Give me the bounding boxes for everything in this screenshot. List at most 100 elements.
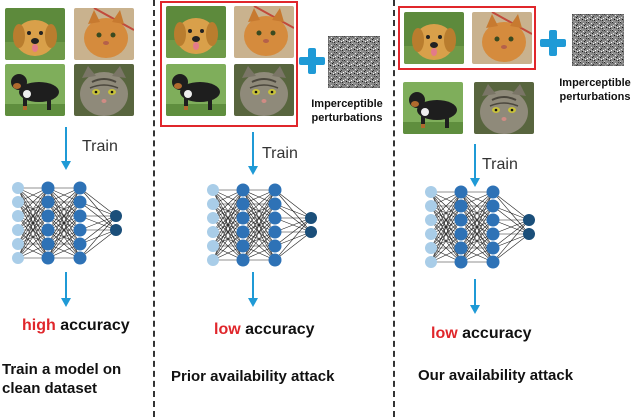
perturbed-dataset-box bbox=[160, 1, 298, 127]
panel-caption: Prior availability attack bbox=[171, 368, 335, 385]
network-edge bbox=[430, 191, 462, 235]
network-edge bbox=[430, 233, 462, 263]
network-node bbox=[207, 184, 219, 196]
network-edge bbox=[460, 191, 494, 235]
network-edge bbox=[17, 187, 49, 217]
network-edge bbox=[242, 189, 276, 219]
network-node bbox=[425, 200, 437, 212]
network-edge bbox=[212, 217, 244, 261]
accuracy-result: high accuracy bbox=[22, 317, 130, 335]
noise-perturbation-image bbox=[328, 36, 380, 88]
result-arrow bbox=[248, 272, 258, 307]
accuracy-level: high bbox=[22, 317, 56, 334]
black-dog-image bbox=[403, 82, 463, 134]
network-node bbox=[486, 241, 500, 255]
network-edge bbox=[79, 229, 117, 259]
network-edge bbox=[79, 187, 117, 217]
network-node bbox=[73, 209, 87, 223]
network-edge bbox=[242, 217, 276, 261]
network-edge bbox=[242, 203, 276, 261]
black-dog-image bbox=[5, 64, 65, 116]
noise-perturbation-image bbox=[572, 14, 624, 66]
network-node bbox=[73, 223, 87, 237]
accuracy-result: low accuracy bbox=[431, 325, 532, 343]
accuracy-word: accuracy bbox=[245, 321, 315, 338]
network-edge bbox=[460, 191, 494, 249]
network-node bbox=[268, 253, 282, 267]
network-node bbox=[41, 209, 55, 223]
network-edge bbox=[492, 219, 530, 263]
network-node bbox=[12, 252, 24, 264]
golden-retriever-image bbox=[5, 8, 65, 60]
network-edge bbox=[430, 191, 462, 221]
network-node bbox=[454, 227, 468, 241]
network-node bbox=[12, 238, 24, 250]
network-node bbox=[486, 255, 500, 269]
network-edge bbox=[242, 189, 276, 233]
network-edge bbox=[274, 231, 312, 261]
network-node bbox=[425, 256, 437, 268]
network-node bbox=[486, 185, 500, 199]
network-node bbox=[268, 239, 282, 253]
network-node bbox=[268, 211, 282, 225]
network-edge bbox=[47, 187, 81, 245]
network-edge bbox=[492, 219, 530, 249]
network-node bbox=[207, 240, 219, 252]
network-edge bbox=[212, 203, 244, 261]
network-edge bbox=[212, 189, 244, 219]
plus-icon bbox=[540, 30, 566, 56]
network-node bbox=[425, 242, 437, 254]
network-edge bbox=[47, 229, 81, 259]
network-node bbox=[523, 228, 535, 240]
network-node bbox=[305, 212, 317, 224]
train-label: Train bbox=[82, 138, 118, 155]
network-node bbox=[454, 241, 468, 255]
network-node bbox=[236, 253, 250, 267]
network-node bbox=[486, 199, 500, 213]
network-node bbox=[12, 210, 24, 222]
train-label: Train bbox=[262, 145, 298, 162]
network-edge bbox=[242, 189, 276, 247]
result-arrow bbox=[470, 279, 480, 314]
network-edge bbox=[17, 215, 49, 259]
black-dog-image bbox=[166, 64, 226, 116]
network-node bbox=[73, 181, 87, 195]
network-edge bbox=[47, 187, 81, 217]
network-node bbox=[268, 197, 282, 211]
network-node bbox=[486, 213, 500, 227]
neural-network-icon bbox=[207, 183, 317, 267]
orange-cat-image bbox=[74, 8, 134, 60]
tabby-cat-image bbox=[474, 82, 534, 134]
accuracy-level: low bbox=[214, 321, 241, 338]
accuracy-word: accuracy bbox=[60, 317, 130, 334]
network-edge bbox=[430, 191, 462, 249]
network-node bbox=[236, 197, 250, 211]
panel-divider bbox=[153, 0, 155, 417]
neural-network-icon bbox=[425, 185, 535, 269]
network-edge bbox=[17, 187, 49, 231]
panel-divider bbox=[393, 0, 395, 417]
network-node bbox=[425, 228, 437, 240]
train-arrow bbox=[248, 132, 258, 175]
golden-retriever-image bbox=[166, 6, 226, 58]
golden-retriever-image bbox=[404, 12, 464, 64]
tabby-cat-image bbox=[234, 64, 294, 116]
perturbation-label: Imperceptible perturbations bbox=[311, 98, 383, 124]
network-node bbox=[454, 185, 468, 199]
network-node bbox=[110, 210, 122, 222]
network-edge bbox=[460, 233, 494, 263]
network-edge bbox=[460, 205, 494, 263]
accuracy-result: low accuracy bbox=[214, 321, 315, 339]
network-edge bbox=[47, 187, 81, 231]
network-edge bbox=[47, 201, 81, 259]
network-edge bbox=[47, 215, 81, 259]
network-node bbox=[12, 196, 24, 208]
network-edge bbox=[212, 189, 244, 233]
neural-network-icon bbox=[12, 181, 122, 265]
network-node bbox=[73, 195, 87, 209]
tabby-cat-image bbox=[74, 64, 134, 116]
result-arrow bbox=[61, 272, 71, 307]
network-node bbox=[486, 227, 500, 241]
network-node bbox=[454, 213, 468, 227]
network-node bbox=[236, 239, 250, 253]
